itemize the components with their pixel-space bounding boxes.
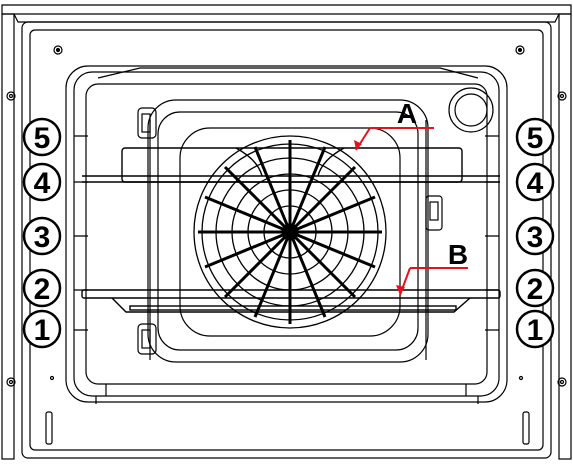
level-label: 4 xyxy=(527,167,544,200)
level-label: 1 xyxy=(527,314,544,347)
level-marker-left-4: 4 xyxy=(22,162,62,202)
convection-fan xyxy=(179,127,401,337)
level-marker-left-5: 5 xyxy=(22,117,62,157)
level-marker-right-2: 2 xyxy=(515,268,555,308)
level-marker-right-1: 1 xyxy=(515,309,555,349)
callout-b-label: B xyxy=(448,239,468,270)
level-marker-right-5: 5 xyxy=(515,117,555,157)
level-markers-right: 5 4 3 2 1 xyxy=(515,117,555,349)
level-label: 5 xyxy=(527,122,544,155)
level-label: 3 xyxy=(527,221,544,254)
level-label: 2 xyxy=(34,273,51,306)
level-label: 1 xyxy=(34,314,51,347)
level-markers-left: 5 4 3 2 1 xyxy=(22,117,62,349)
back-panel xyxy=(137,87,494,363)
level-marker-right-4: 4 xyxy=(515,162,555,202)
level-label: 2 xyxy=(527,273,544,306)
callout-b: B xyxy=(396,239,468,296)
level-marker-left-3: 3 xyxy=(22,216,62,256)
level-label: 4 xyxy=(34,167,51,200)
wire-rack-a xyxy=(82,147,500,183)
callout-a: A xyxy=(354,98,434,151)
level-marker-right-3: 3 xyxy=(515,216,555,256)
level-label: 3 xyxy=(34,221,51,254)
callout-a-label: A xyxy=(397,98,417,129)
level-marker-left-2: 2 xyxy=(22,268,62,308)
oven-cavity xyxy=(65,65,508,404)
level-marker-left-1: 1 xyxy=(22,309,62,349)
baking-tray-b xyxy=(81,289,501,313)
level-label: 5 xyxy=(34,122,51,155)
